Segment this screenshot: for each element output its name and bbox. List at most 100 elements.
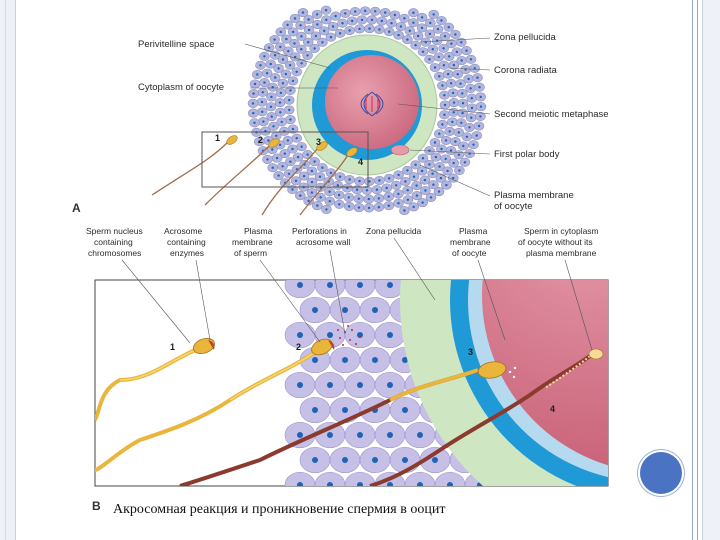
panel-a-illustration: 1 2 3 4 Perivitelline space Cytoplasm of… — [72, 5, 609, 216]
corona-cell-nucleus — [463, 161, 467, 164]
corona-cell-nucleus — [306, 153, 309, 156]
corona-cell-nucleus — [267, 46, 271, 49]
corona-cell-nucleus — [270, 95, 273, 99]
corona-cell-nucleus — [296, 155, 300, 159]
corona-cell-nucleus — [357, 432, 363, 438]
corona-cell-nucleus — [321, 41, 324, 44]
corona-cell-nucleus — [439, 176, 443, 180]
corona-cell-nucleus — [448, 130, 451, 133]
corona-cell-nucleus — [342, 307, 348, 313]
corona-cell-nucleus — [445, 183, 448, 187]
corona-cell-nucleus — [452, 101, 456, 104]
label-plasma-membrane-oocyte-line2: of oocyte — [494, 201, 533, 212]
corona-cell-nucleus — [458, 169, 461, 172]
corona-cell-nucleus — [440, 147, 443, 151]
panel-b-sperm-3-number: 3 — [468, 347, 473, 357]
corona-cell-nucleus — [387, 482, 393, 486]
corona-cell-nucleus — [468, 126, 471, 129]
corona-cell-nucleus — [327, 482, 333, 486]
corona-cell-nucleus — [473, 67, 476, 70]
header-perforations-1: Perforations in — [292, 226, 347, 236]
corona-cell-nucleus — [252, 92, 255, 95]
corona-cell-nucleus — [432, 183, 435, 186]
panel-b-letter: B — [92, 499, 101, 513]
corona-cell-nucleus — [288, 63, 292, 67]
corona-cell-nucleus — [372, 357, 378, 363]
corona-cell-nucleus — [259, 64, 262, 67]
corona-cell-nucleus — [460, 121, 463, 125]
corona-cell-nucleus — [387, 382, 393, 388]
corona-cell-nucleus — [461, 102, 465, 105]
first-polar-body — [390, 144, 410, 156]
corona-cell-nucleus — [442, 47, 445, 50]
corona-cell-nucleus — [479, 115, 482, 118]
corona-cell-nucleus — [328, 200, 331, 203]
meiotic-spindle — [360, 91, 384, 117]
corona-cell-nucleus — [406, 38, 409, 41]
corona-cell-nucleus — [399, 25, 403, 28]
corona-cell-nucleus — [465, 135, 469, 138]
corona-cell-nucleus — [338, 175, 342, 178]
corona-cell-nucleus — [436, 28, 440, 31]
corona-cell-nucleus — [441, 84, 444, 87]
sperm-1 — [95, 338, 216, 421]
corona-cell-nucleus — [319, 196, 322, 199]
corona-cell-nucleus — [312, 357, 318, 363]
corona-cell-nucleus — [279, 30, 282, 34]
panel-a-sperm-heads — [226, 135, 358, 157]
corona-cell-nucleus — [428, 58, 431, 61]
corona-cell-nucleus — [355, 188, 359, 191]
corona-cell-nucleus — [281, 82, 285, 85]
corona-cell-nucleus — [387, 195, 390, 198]
corona-cell-nucleus — [344, 12, 347, 15]
corona-cell-nucleus — [277, 67, 280, 70]
corona-cell-nucleus — [262, 120, 265, 123]
corona-cell-nucleus — [433, 66, 437, 69]
panel-a-sperm-3-number: 3 — [316, 137, 321, 147]
header-acrosome-2: containing — [167, 237, 206, 247]
corona-cell-nucleus — [421, 50, 425, 53]
corona-cell-nucleus — [348, 29, 351, 32]
corona-cell-nucleus — [327, 432, 333, 438]
corona-cell-nucleus — [432, 457, 438, 463]
corona-cell-nucleus — [420, 16, 424, 19]
corona-cell-nucleus — [297, 332, 303, 338]
corona-cell-nucleus — [364, 9, 367, 13]
corona-cell-nucleus — [321, 166, 324, 169]
decorative-blue-circle — [640, 452, 682, 494]
header-oocyte-membrane-3: of oocyte — [452, 248, 487, 258]
corona-cell-nucleus — [310, 180, 314, 184]
corona-cell-nucleus — [420, 169, 424, 173]
corona-cell-nucleus — [477, 124, 481, 128]
corona-cell-nucleus — [377, 197, 380, 200]
corona-cell-nucleus — [387, 332, 393, 338]
corona-cell-nucleus — [452, 176, 455, 180]
corona-cell-nucleus — [452, 161, 455, 165]
corona-cell-nucleus — [385, 186, 388, 190]
corona-cell-nucleus — [460, 41, 463, 44]
corona-cell-nucleus — [270, 115, 273, 118]
corona-cell-nucleus — [475, 134, 478, 137]
header-sperm-membrane-2: membrane — [232, 237, 273, 247]
corona-cell-nucleus — [472, 143, 475, 146]
corona-cell-nucleus — [269, 62, 272, 66]
corona-cell-nucleus — [281, 58, 285, 61]
corona-cell-nucleus — [454, 140, 457, 143]
corona-cell-nucleus — [291, 188, 294, 191]
corona-cell-nucleus — [460, 59, 463, 62]
corona-cell-nucleus — [316, 23, 319, 26]
corona-cell-nucleus — [403, 209, 406, 212]
corona-cell-nucleus — [342, 357, 348, 363]
header-oocyte-membrane-1: Plasma — [459, 226, 488, 236]
corona-cell-nucleus — [307, 199, 310, 203]
corona-cell-nucleus — [342, 407, 348, 413]
corona-cell-nucleus — [274, 76, 277, 79]
corona-cell-nucleus — [384, 11, 387, 14]
corona-cell-nucleus — [448, 55, 451, 58]
corona-cell-nucleus — [433, 141, 437, 144]
corona-cell-nucleus — [402, 357, 408, 363]
header-sperm-in-cytoplasm-3: plasma membrane — [526, 248, 597, 258]
header-sperm-nucleus-1: Sperm nucleus — [86, 226, 143, 236]
corona-cell-nucleus — [377, 206, 381, 209]
corona-cell-nucleus — [300, 48, 303, 51]
